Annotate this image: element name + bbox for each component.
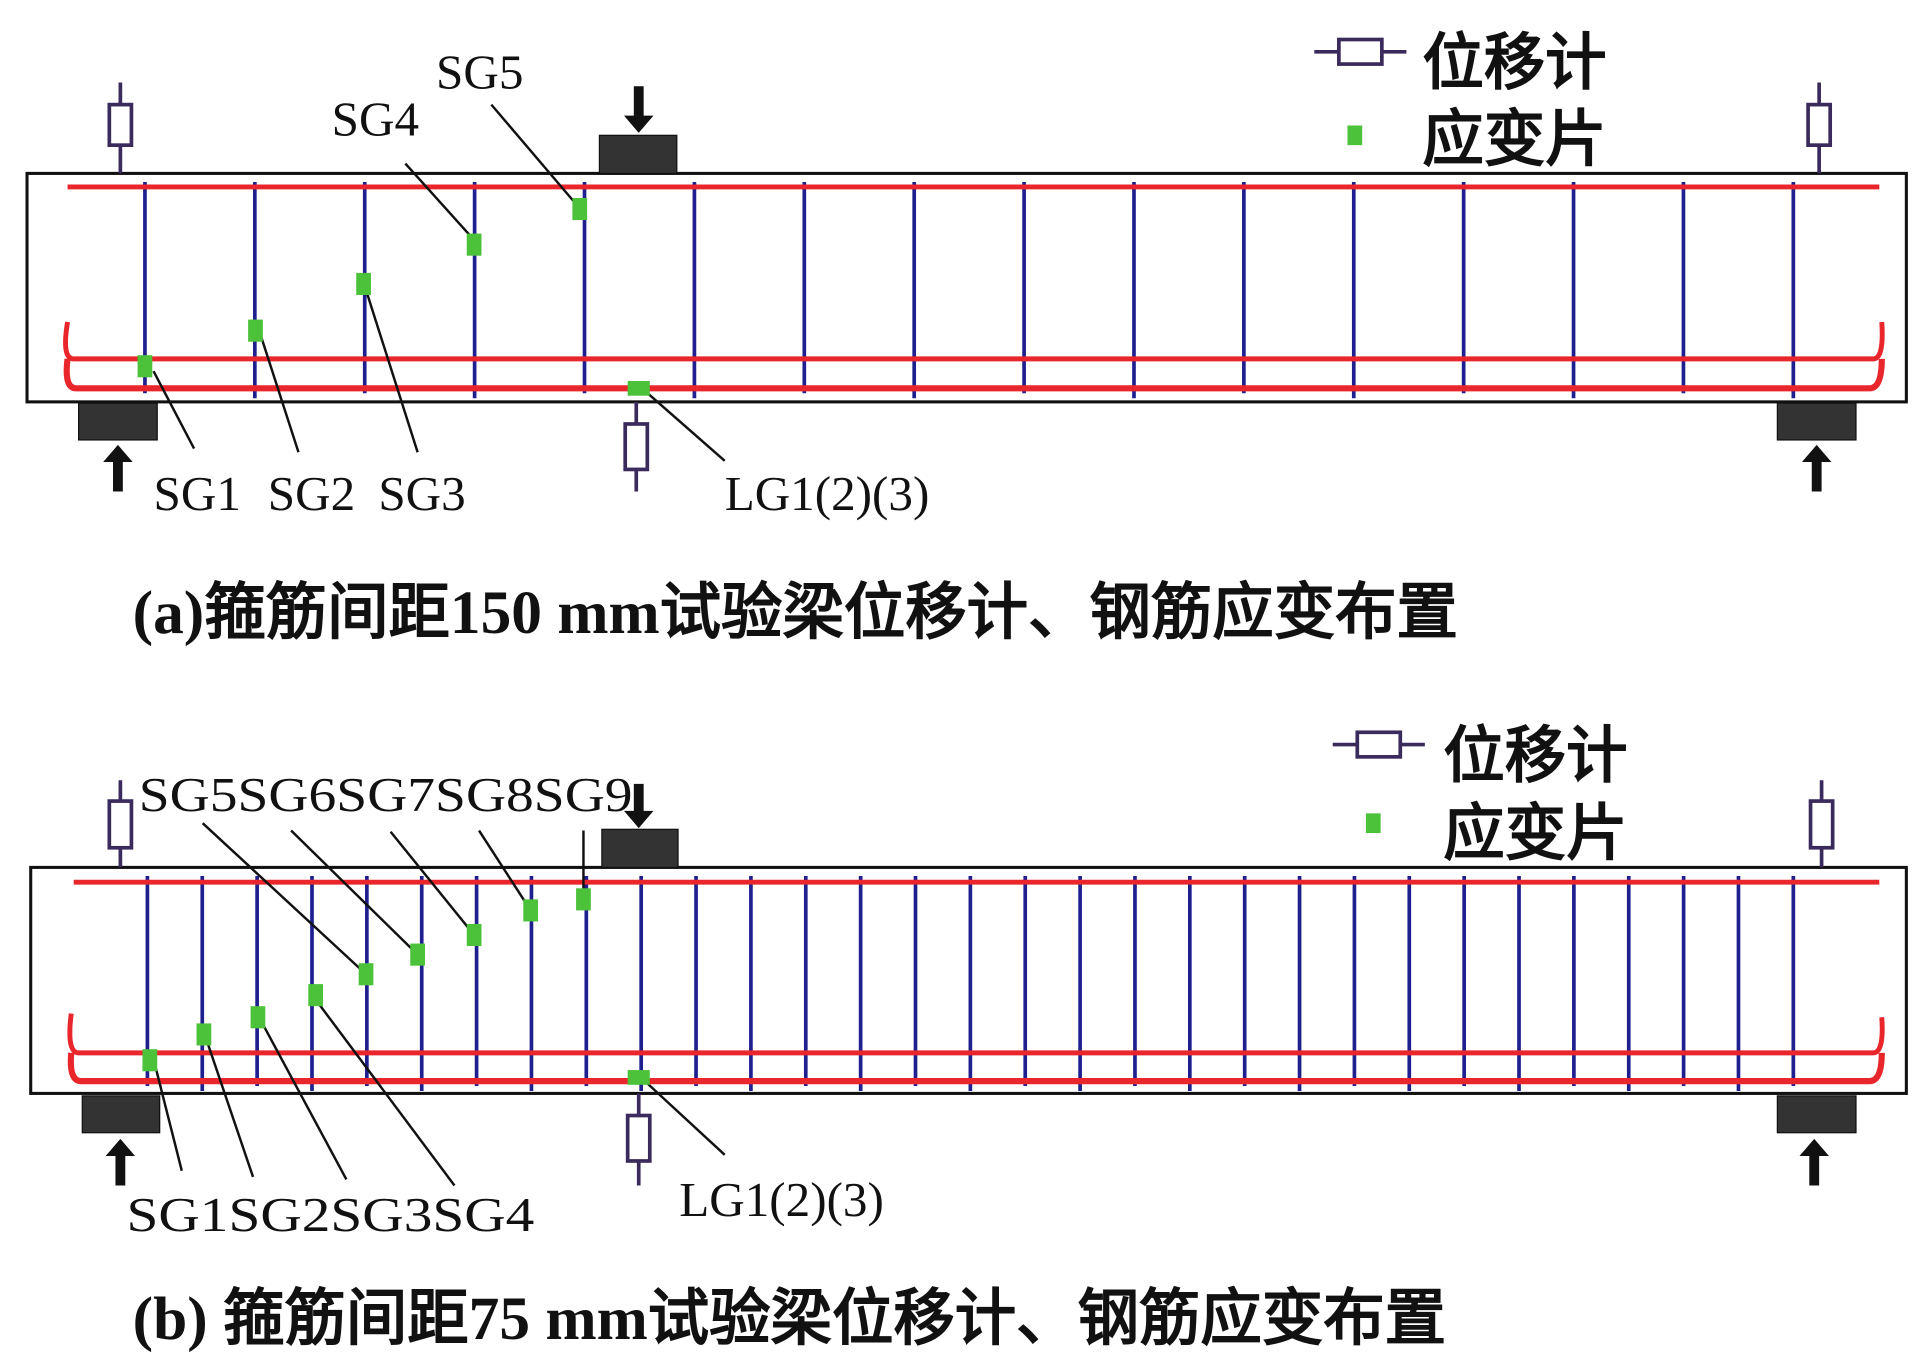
label-sg2: SG2 <box>268 466 355 521</box>
bottom-rebar <box>63 358 1885 392</box>
bottom-rebar <box>67 1052 1885 1085</box>
label-sg1-sg4: SG1SG2SG3SG4 <box>127 1187 535 1242</box>
arrow-up-icon <box>1801 444 1832 492</box>
displacement-gauge-icon <box>1332 730 1425 759</box>
displacement-gauges <box>107 780 1835 1186</box>
load-point <box>601 783 679 869</box>
loading-block <box>601 828 679 869</box>
right-support <box>1776 402 1857 492</box>
label-sg4: SG4 <box>332 91 419 146</box>
leader-lines <box>153 822 726 1187</box>
right-support <box>1776 1095 1857 1186</box>
caption-b: (b) 箍筋间距75 mm试验梁位移计、钢筋应变布置 <box>133 1285 1446 1353</box>
arrow-down-icon <box>623 783 654 829</box>
label-sg5-sg9: SG5SG6SG7SG8SG9 <box>139 767 633 822</box>
panel-a: SG5 SG4 SG1 SG2 SG3 LG1(2)(3) 位移计 应变片 (a… <box>25 28 1908 647</box>
strain-gauge-icon <box>1365 813 1381 834</box>
displacement-gauges <box>107 82 1833 492</box>
arrow-up-icon <box>105 1138 136 1186</box>
strain-gauge-icon <box>1347 125 1363 146</box>
arrow-down-icon <box>623 86 654 133</box>
label-sg5: SG5 <box>436 45 523 100</box>
leader-lines <box>152 103 726 462</box>
arrow-up-icon <box>1799 1138 1829 1186</box>
legend: 位移计 应变片 <box>1332 721 1627 869</box>
loading-block <box>598 134 678 175</box>
strain-gauges <box>137 197 650 396</box>
label-lg: LG1(2)(3) <box>725 466 930 521</box>
strain-gauges <box>142 888 650 1085</box>
caption-a: (a)箍筋间距150 mm试验梁位移计、钢筋应变布置 <box>133 579 1458 647</box>
arrow-up-icon <box>103 444 133 492</box>
label-sg3: SG3 <box>378 466 465 521</box>
legend-displacement-gauge: 位移计 <box>1422 28 1606 99</box>
beam-outline <box>25 171 1908 404</box>
panel-b: SG5SG6SG7SG8SG9 SG1SG2SG3SG4 LG1(2)(3) 位… <box>29 721 1908 1353</box>
legend-strain-gauge: 应变片 <box>1443 798 1627 869</box>
legend-strain-gauge: 应变片 <box>1422 104 1606 175</box>
left-support <box>81 1095 161 1186</box>
bottom-rebar <box>67 1013 1885 1056</box>
legend: 位移计 应变片 <box>1314 28 1607 175</box>
label-lg: LG1(2)(3) <box>679 1172 884 1227</box>
legend-displacement-gauge: 位移计 <box>1443 721 1627 792</box>
displacement-gauge-icon <box>1314 37 1407 66</box>
bottom-rebar <box>63 321 1885 362</box>
load-point <box>598 86 678 175</box>
label-sg1: SG1 <box>154 466 241 521</box>
left-support <box>77 402 158 492</box>
